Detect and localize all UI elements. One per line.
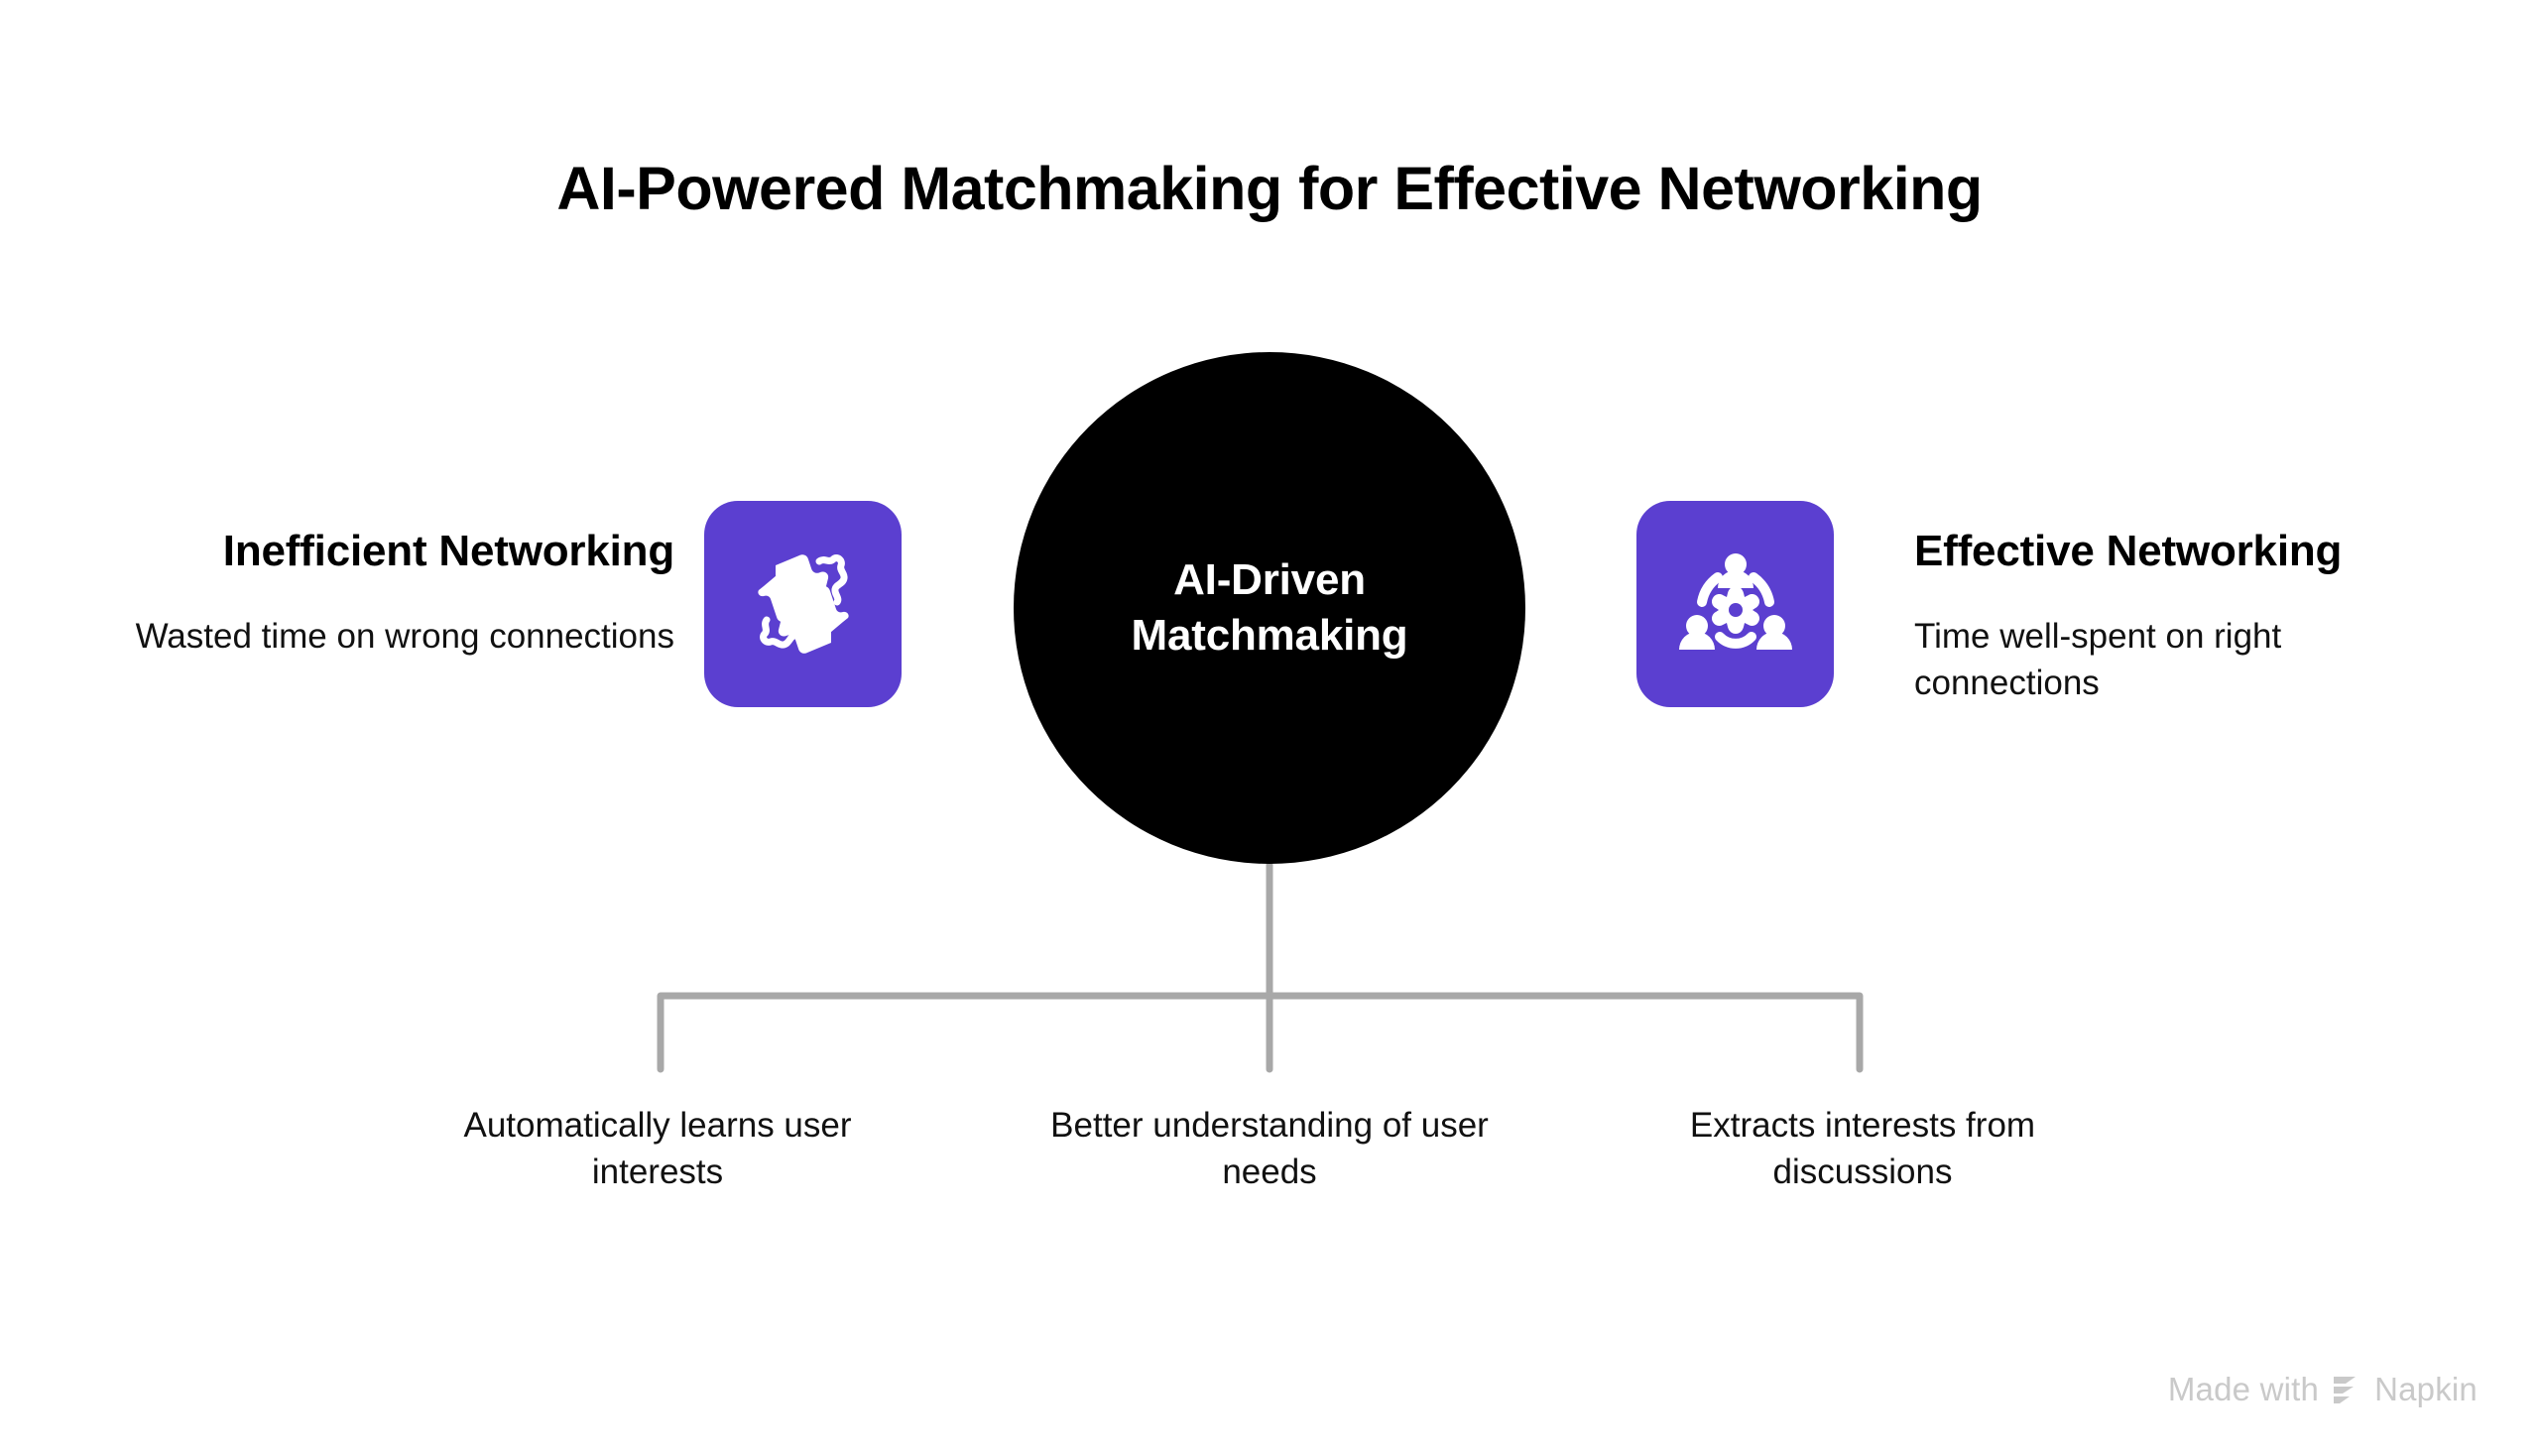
side-heading-left: Inefficient Networking: [222, 527, 674, 575]
icon-tile-inefficient-networking: [704, 501, 902, 707]
broken-puzzle-icon: [757, 554, 849, 654]
branch-label-1: Better understanding of user needs: [1050, 1106, 1489, 1191]
side-subtitle-left: Wasted time on wrong connections: [135, 617, 674, 657]
team-gear-icon: [1678, 553, 1792, 650]
side-subtitle-right: Time well-spent on right connections: [1914, 617, 2282, 702]
side-block-right: Effective Networking Time well-spent on …: [1914, 524, 2470, 707]
watermark-prefix: Made with: [2167, 1371, 2320, 1407]
center-node-label: AI-Driven Matchmaking: [1131, 554, 1408, 660]
center-node: AI-Driven Matchmaking: [1014, 352, 1525, 864]
watermark: Made with Napkin: [2168, 1371, 2478, 1408]
side-block-left: Inefficient Networking Wasted time on wr…: [119, 524, 675, 661]
icon-tile-effective-networking: [1636, 501, 1834, 707]
napkin-logo-icon: [2334, 1377, 2357, 1403]
branch-label-2: Extracts interests from discussions: [1689, 1106, 2036, 1191]
branch-label-0: Automatically learns user interests: [463, 1106, 852, 1191]
page-title: AI-Powered Matchmaking for Effective Net…: [556, 155, 1983, 222]
watermark-brand: Napkin: [2374, 1371, 2478, 1407]
side-heading-right: Effective Networking: [1914, 527, 2343, 575]
connector-bar: [657, 992, 1864, 1073]
